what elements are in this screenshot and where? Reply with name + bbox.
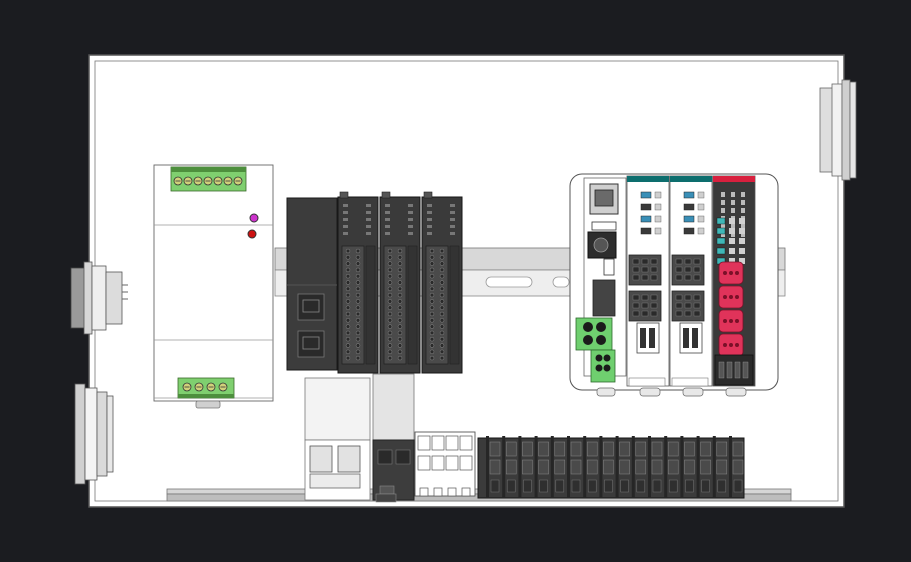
io-module-group	[337, 191, 463, 374]
cable-gland-right-top[interactable]	[819, 79, 857, 181]
relay-contact	[447, 487, 457, 497]
plc-io-connector[interactable]	[590, 349, 616, 383]
plc-cpu-module[interactable]	[575, 177, 627, 383]
status-led-violet	[249, 213, 259, 223]
plc-safety-module[interactable]	[712, 175, 756, 387]
relay-cell[interactable]	[445, 455, 459, 471]
plc-led	[716, 247, 726, 255]
io-connector-plug[interactable]	[341, 245, 365, 365]
plc-io-module[interactable]	[669, 175, 713, 387]
terminal-block[interactable]	[583, 436, 598, 498]
terminal-block[interactable]	[615, 436, 630, 498]
relay-cell[interactable]	[417, 435, 431, 451]
ethernet-port-1[interactable]	[297, 293, 325, 321]
terminal-block[interactable]	[631, 436, 647, 498]
plc-rack[interactable]	[569, 173, 779, 397]
plc-din-foot	[682, 387, 704, 397]
cable-duct-left	[304, 377, 371, 501]
plc-terminal-dark[interactable]	[592, 279, 616, 317]
terminal-block[interactable]	[729, 436, 744, 498]
plc-din-foot	[639, 387, 661, 397]
plc-led	[683, 227, 695, 235]
cable-gland-left-bottom[interactable]	[74, 383, 114, 485]
io-module[interactable]	[379, 191, 421, 374]
rail-slot	[485, 276, 533, 288]
plc-led	[716, 227, 726, 235]
io-module[interactable]	[421, 191, 463, 374]
relay-cell[interactable]	[459, 435, 473, 451]
ethernet-port-2[interactable]	[297, 330, 325, 358]
relay-block[interactable]	[414, 431, 476, 497]
psu-top-terminal-block[interactable]	[170, 166, 247, 192]
relay-cell[interactable]	[417, 455, 431, 471]
plc-power-connector[interactable]	[575, 317, 613, 351]
cable-duct-center	[372, 373, 415, 441]
plc-led	[683, 191, 695, 199]
relay-contact	[433, 487, 443, 497]
plc-din-foot	[725, 387, 747, 397]
terminal-strip	[477, 436, 745, 499]
plc-led	[716, 217, 726, 225]
controller-head[interactable]	[286, 197, 338, 371]
terminal-block[interactable]	[502, 436, 517, 498]
plc-led	[716, 237, 726, 245]
plc-led	[640, 227, 652, 235]
terminal-block[interactable]	[664, 436, 679, 498]
relay-cell[interactable]	[431, 435, 445, 451]
relay-cell[interactable]	[431, 455, 445, 471]
io-module[interactable]	[337, 191, 379, 374]
relay-cell[interactable]	[445, 435, 459, 451]
plc-io-module[interactable]	[626, 175, 670, 387]
terminal-block[interactable]	[567, 436, 582, 498]
terminal-block[interactable]	[599, 436, 614, 498]
plc-led	[683, 215, 695, 223]
plc-led	[640, 215, 652, 223]
relay-contact	[461, 487, 471, 497]
terminal-block[interactable]	[534, 436, 549, 498]
plc-din-foot	[596, 387, 616, 397]
power-supply-unit[interactable]	[153, 164, 274, 409]
cable-gland-left-mid[interactable]	[70, 261, 128, 335]
io-connector-plug[interactable]	[425, 245, 449, 365]
io-connector-plug[interactable]	[383, 245, 407, 365]
plc-led	[640, 203, 652, 211]
terminal-block[interactable]	[550, 436, 566, 498]
breaker-block[interactable]	[372, 439, 415, 503]
terminal-block[interactable]	[696, 436, 711, 498]
psu-bottom-terminal-block[interactable]	[177, 377, 235, 399]
plc-led	[683, 203, 695, 211]
terminal-block[interactable]	[518, 436, 533, 498]
terminal-block[interactable]	[486, 436, 501, 498]
plc-led	[640, 191, 652, 199]
terminal-block[interactable]	[712, 436, 728, 498]
relay-contact	[419, 487, 429, 497]
psu-din-clip	[195, 400, 221, 409]
relay-cell[interactable]	[459, 455, 473, 471]
status-led-red	[247, 229, 257, 239]
terminal-block[interactable]	[648, 436, 663, 498]
terminal-block[interactable]	[680, 436, 695, 498]
rail-slot	[552, 276, 570, 288]
